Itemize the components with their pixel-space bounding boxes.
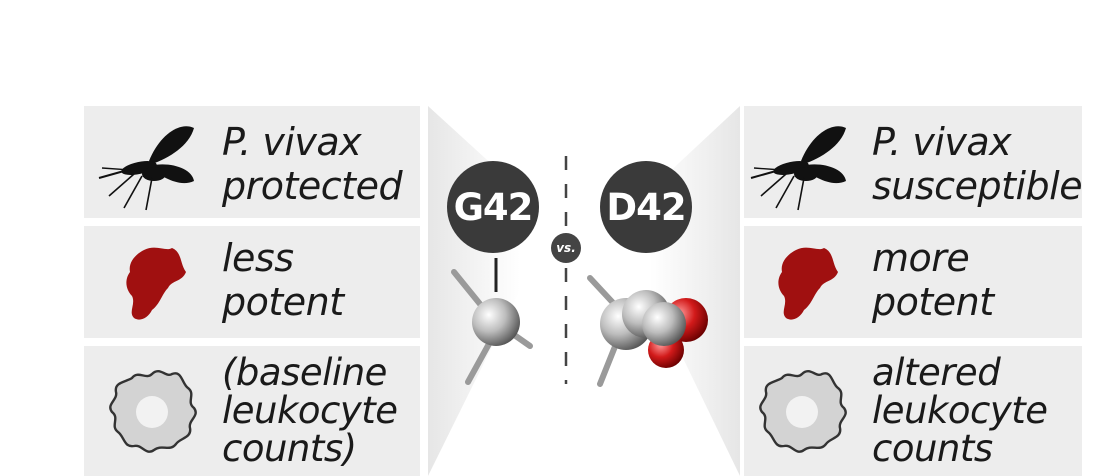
right-panel-row-1: P. vivax susceptible <box>744 106 1083 218</box>
text-line: counts <box>872 427 993 470</box>
text-line: less <box>222 236 294 280</box>
mosquito-icon <box>98 126 194 211</box>
left-row-2-text: less potent <box>222 236 344 324</box>
text-line: protected <box>222 164 403 208</box>
text-line: (baseline <box>222 351 387 394</box>
text-line: counts) <box>222 427 357 470</box>
right-row-2-text: more potent <box>872 236 994 324</box>
text-line: potent <box>872 280 994 324</box>
text-line: P. vivax <box>222 120 362 164</box>
chemokine-blob-icon <box>126 247 186 320</box>
right-row-1-text: P. vivax susceptible <box>872 120 1083 208</box>
text-line: P. vivax <box>872 120 1012 164</box>
right-row-3-text: altered leukocyte counts <box>872 354 1048 468</box>
chemokine-blob-icon <box>778 247 838 320</box>
glycine-molecule <box>451 269 533 385</box>
text-line: leukocyte <box>872 389 1048 432</box>
leukocyte-icon <box>109 369 197 453</box>
text-line: altered <box>872 351 1001 394</box>
vs-badge: vs. <box>551 233 581 263</box>
right-panel-row-2: more potent <box>744 226 1082 338</box>
left-row-3-text: (baseline leukocyte counts) <box>222 354 398 468</box>
text-line: susceptible <box>872 164 1083 208</box>
left-row-1-text: P. vivax protected <box>222 120 403 208</box>
left-panel-row-3: (baseline leukocyte counts) <box>84 346 420 476</box>
aspartate-molecule <box>587 275 708 387</box>
leukocyte-icon <box>759 369 847 453</box>
text-line: potent <box>222 280 344 324</box>
variant-badge-g42: G42 <box>447 161 539 253</box>
variant-badge-d42: D42 <box>600 161 692 253</box>
text-line: leukocyte <box>222 389 398 432</box>
text-line: more <box>872 236 970 280</box>
right-panel-row-3: altered leukocyte counts <box>744 346 1082 476</box>
mosquito-icon <box>750 126 846 211</box>
left-panel-row-1: P. vivax protected <box>84 106 420 218</box>
left-panel-row-2: less potent <box>84 226 420 338</box>
